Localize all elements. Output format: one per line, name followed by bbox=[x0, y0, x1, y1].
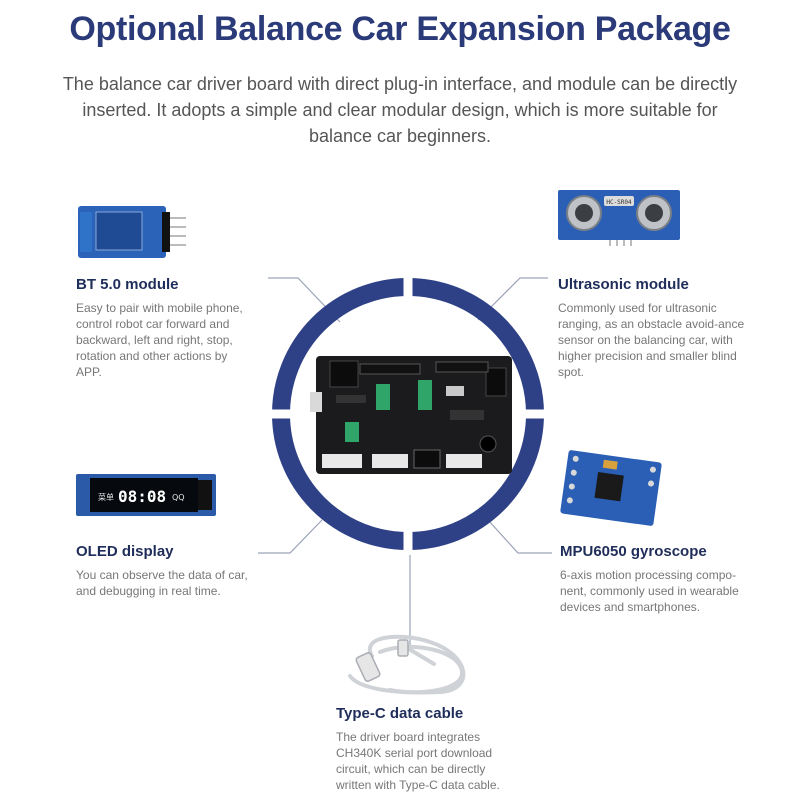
ultrasonic-module-title: Ultrasonic module bbox=[558, 276, 689, 293]
oled-left-text: 菜单 bbox=[98, 492, 114, 502]
ultrasonic-module-image: HC-SR04 bbox=[558, 190, 680, 246]
oled-right-text: QQ bbox=[172, 493, 185, 502]
mpu6050-title: MPU6050 gyroscope bbox=[560, 543, 707, 560]
bt-module-image bbox=[78, 206, 186, 258]
bt-module-title: BT 5.0 module bbox=[76, 276, 179, 293]
page-title: Optional Balance Car Expansion Package bbox=[69, 10, 731, 48]
ultrasonic-module-desc: Commonly used for ultrasonic ranging, as… bbox=[558, 301, 745, 379]
connector-mpu bbox=[487, 519, 552, 554]
mpu6050-image bbox=[560, 450, 662, 526]
mpu6050-desc: 6-axis motion processing compo-nent, com… bbox=[560, 568, 739, 614]
typec-cable-desc: The driver board integrates CH340K seria… bbox=[336, 730, 500, 792]
typec-cable-title: Type-C data cable bbox=[336, 705, 464, 722]
driver-board-image bbox=[310, 356, 512, 474]
oled-display-title: OLED display bbox=[76, 543, 174, 560]
page-subtitle: The balance car driver board with direct… bbox=[62, 74, 738, 146]
connector-ultrasonic bbox=[477, 277, 548, 321]
oled-time-text: 08:08 bbox=[118, 487, 166, 506]
oled-display-desc: You can observe the data of car, and deb… bbox=[76, 568, 248, 598]
oled-display-image: 菜单 08:08 QQ bbox=[76, 474, 216, 516]
typec-cable-image bbox=[348, 634, 466, 695]
bt-module-desc: Easy to pair with mobile phone, control … bbox=[76, 301, 243, 379]
central-ring bbox=[268, 274, 548, 554]
connector-oled bbox=[258, 519, 323, 554]
ultrasonic-label: HC-SR04 bbox=[606, 199, 632, 206]
